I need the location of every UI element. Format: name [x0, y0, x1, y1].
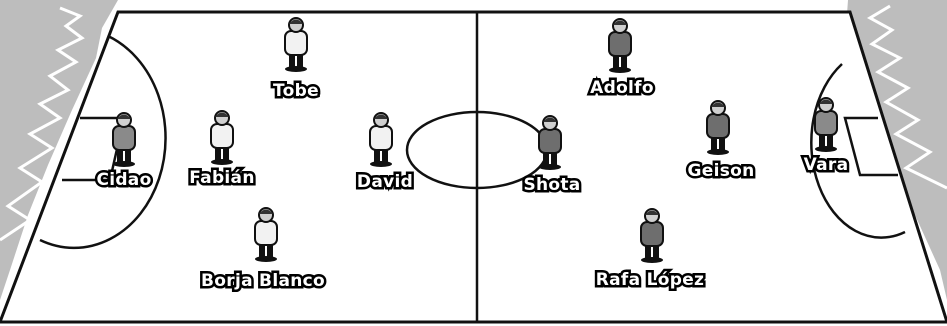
home-player-figure-icon — [203, 110, 241, 166]
player-name: Tobe — [273, 83, 319, 100]
player-name: Adolfo — [590, 80, 654, 97]
goalkeeper-figure-icon — [105, 112, 143, 168]
home-player-figure-icon — [247, 207, 285, 263]
player-name: Fabián — [189, 170, 254, 187]
player-name: Vara — [804, 157, 849, 174]
player-name: Cidao — [96, 172, 151, 189]
home-player-figure-icon — [277, 17, 315, 73]
player-name: Shota — [523, 177, 580, 194]
away-player-figure-icon — [601, 18, 639, 74]
player-name: Geison — [687, 163, 754, 180]
away-player-figure-icon — [633, 208, 671, 264]
goalkeeper-figure-icon — [807, 97, 845, 153]
away-player-figure-icon — [531, 115, 569, 171]
player-name: David — [357, 174, 413, 191]
home-player-figure-icon — [362, 112, 400, 168]
away-player-figure-icon — [699, 100, 737, 156]
player-name: Borja Blanco — [201, 273, 325, 290]
player-name: Rafa López — [596, 272, 704, 289]
